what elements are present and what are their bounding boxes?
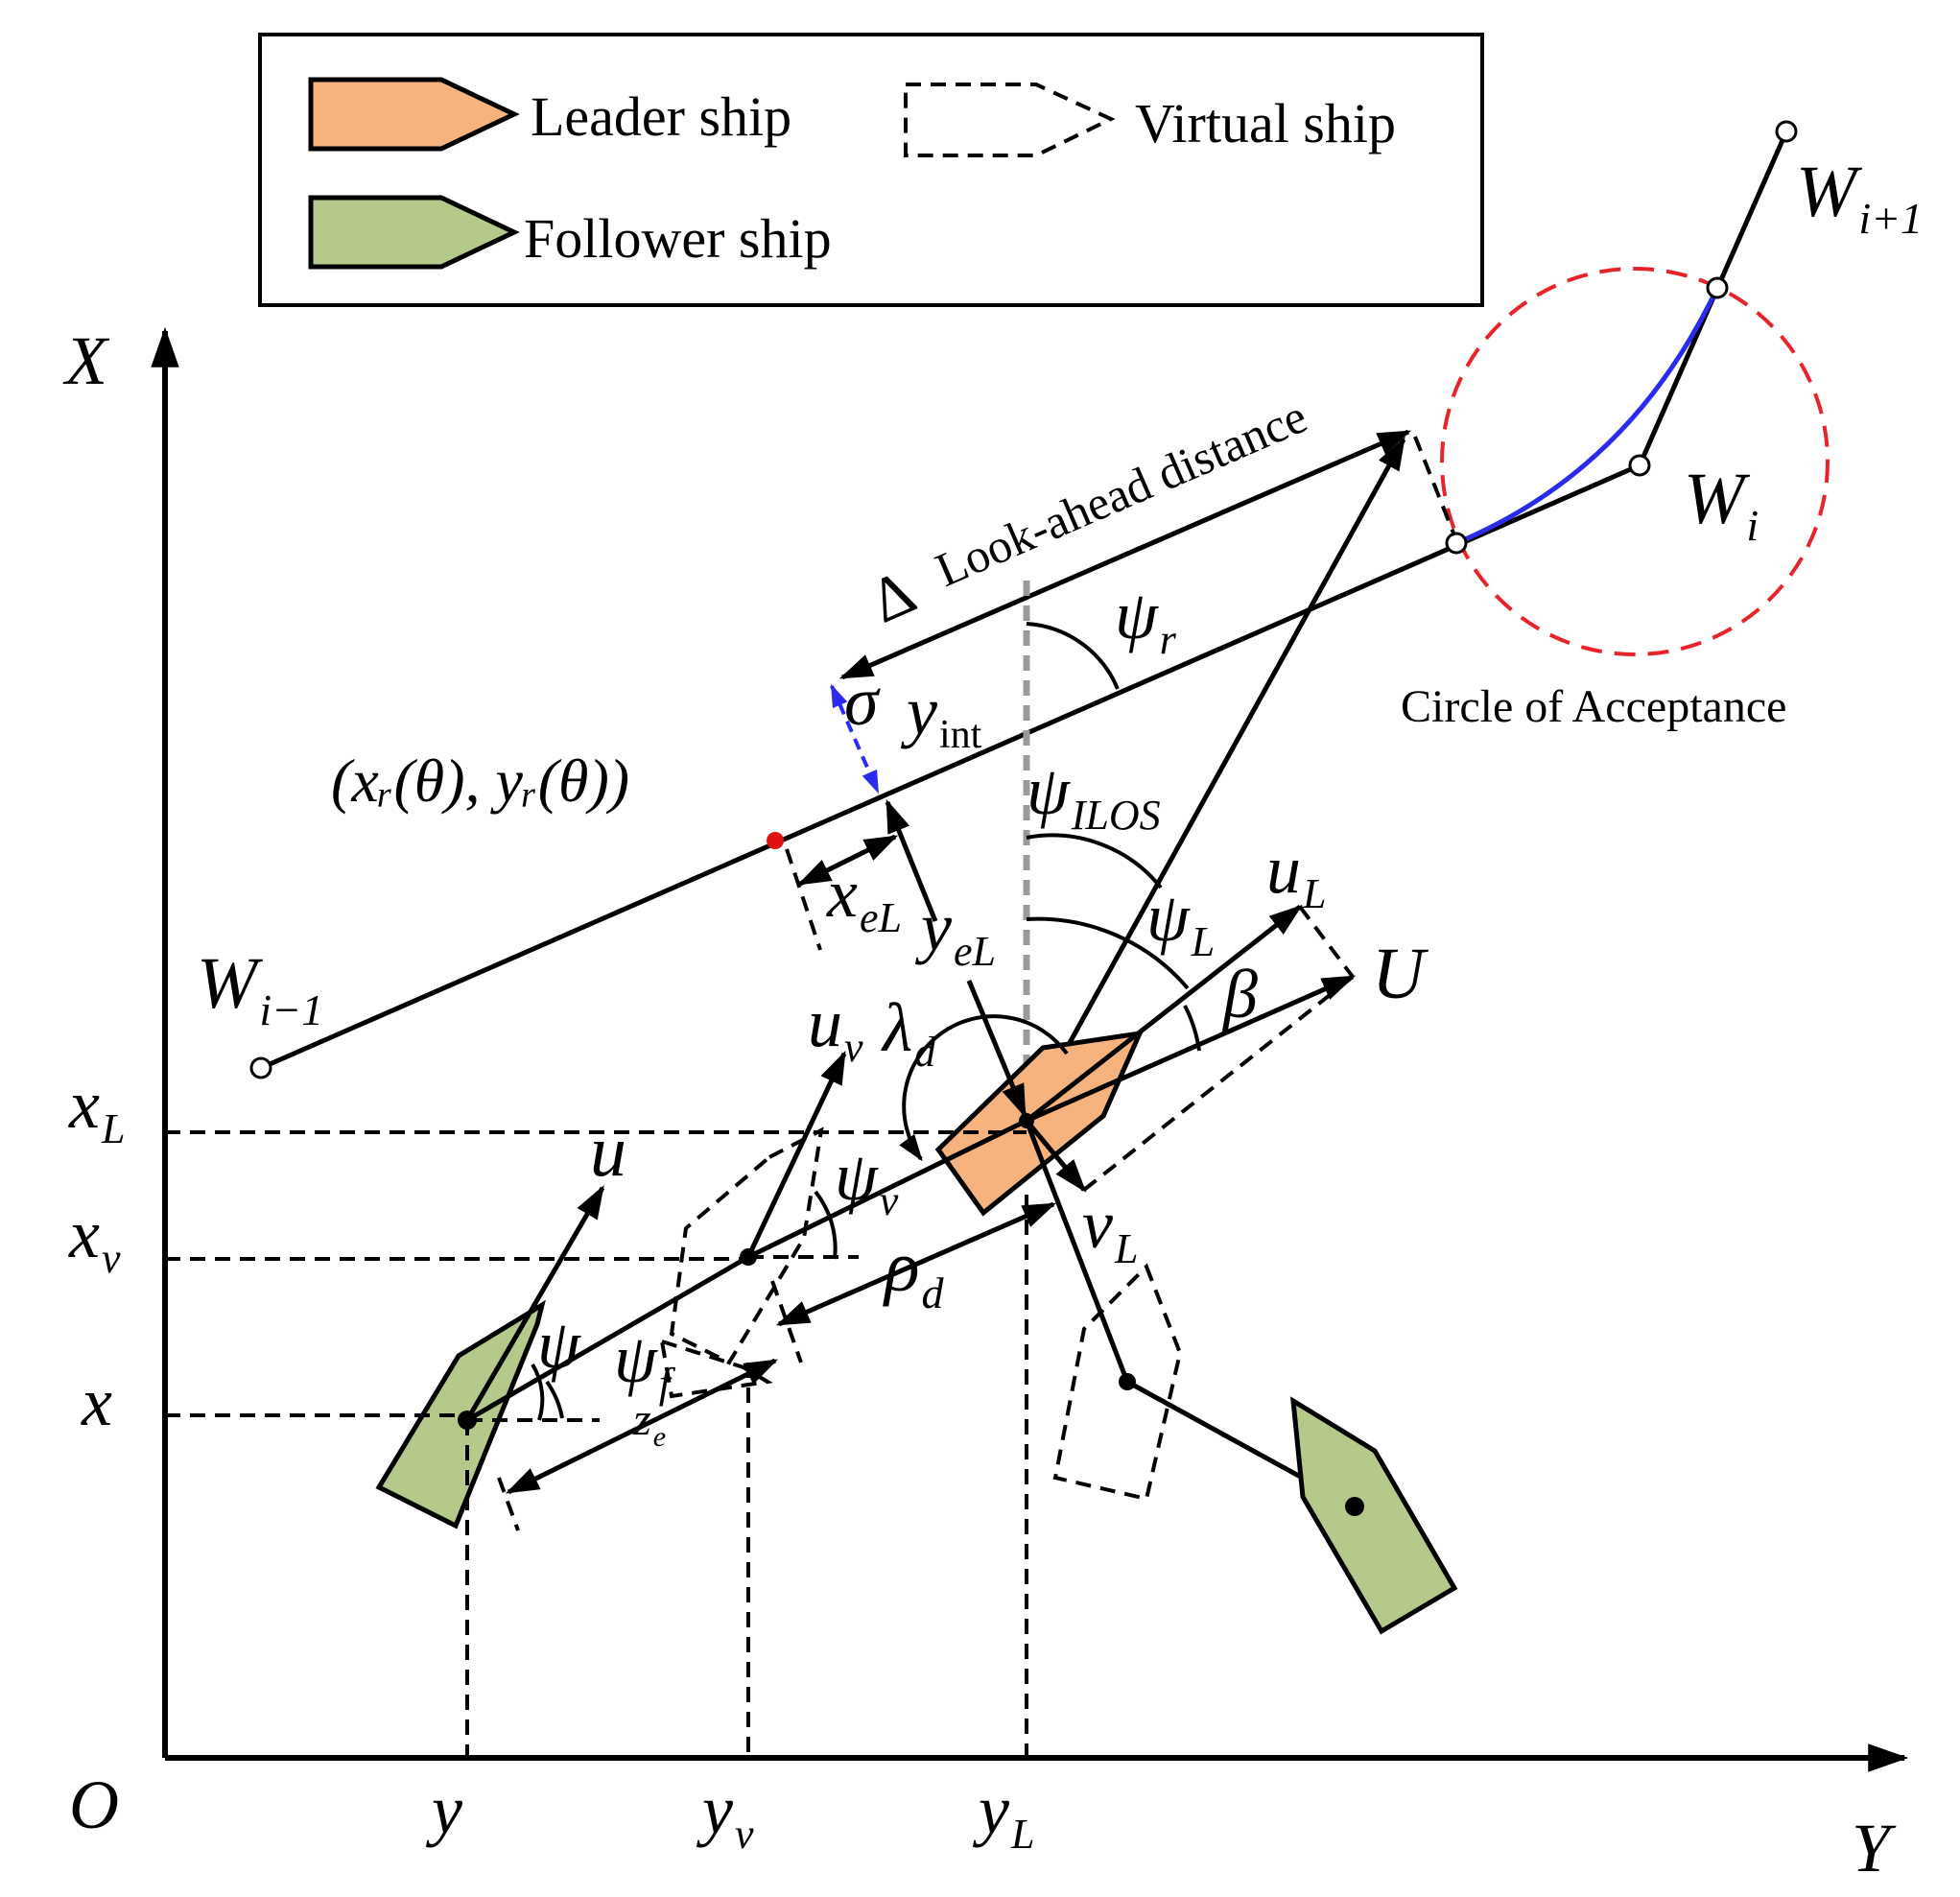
virtual-ship-legend-icon <box>904 83 1116 157</box>
u-v-label: uv <box>808 984 863 1071</box>
follower-ship-legend-icon <box>308 195 520 270</box>
rho-d-label: ρd <box>883 1226 944 1317</box>
v-L-label: vL <box>1082 1186 1138 1272</box>
x-eL-label: xeL <box>826 855 902 941</box>
psi-v-label: ψv <box>835 1138 899 1224</box>
follower-u-vector <box>464 1184 605 1422</box>
u-L-label: uL <box>1266 831 1326 917</box>
waypoint-prev-label: Wi−1 <box>197 943 323 1034</box>
yL-label: yL <box>972 1771 1034 1858</box>
lambda-d-arc <box>899 1014 1069 1162</box>
look-ahead-connector <box>1413 436 1456 536</box>
xL-label: xL <box>68 1066 125 1152</box>
second-virtual-center-dot <box>1119 1373 1136 1390</box>
leader-U-vector <box>1025 974 1357 1124</box>
psi-L-arc <box>1026 916 1190 990</box>
z-e-arrow <box>505 1358 779 1495</box>
xv-label: xv <box>68 1196 121 1282</box>
transition-curve <box>1455 286 1720 546</box>
los-line <box>1024 436 1406 1123</box>
circle-exit-marker <box>1706 276 1729 299</box>
acceptance-circle <box>1440 267 1830 656</box>
cross-track-line <box>966 980 1027 1119</box>
waypoint-current-marker <box>1628 454 1651 477</box>
v-L-to-U-dash <box>1082 975 1355 1192</box>
delta-label: Δ <box>861 557 926 637</box>
psi-label: ψ <box>537 1306 581 1383</box>
reference-point-marker <box>767 832 784 849</box>
y-eL-arrow <box>885 798 938 922</box>
reference-point-label: (xᵣ(θ), yᵣ(θ)) <box>331 747 629 815</box>
psi-r-label: ψr <box>1115 577 1177 663</box>
waypoint-prev-marker <box>249 1056 272 1079</box>
u-label: u <box>590 1111 626 1192</box>
legend: Leader ship Virtual ship Follower ship <box>258 33 1484 307</box>
psi-ilos-arc <box>1026 833 1163 889</box>
psi-L-label: ψL <box>1146 879 1215 965</box>
y-axis-label: Y <box>1852 1810 1897 1886</box>
legend-virtual-label: Virtual ship <box>1135 92 1396 154</box>
rho-d-arrow <box>775 1201 1057 1327</box>
u-L-to-U-dash <box>1298 905 1355 979</box>
y-eL-label: yeL <box>914 889 996 975</box>
waypoint-current-label: Wi <box>1684 459 1759 550</box>
leader-ship-legend-icon <box>308 77 520 152</box>
x-axis-label: X <box>62 322 110 399</box>
circle-of-acceptance-label: Circle of Acceptance <box>1401 681 1786 732</box>
y-label: y <box>425 1771 462 1848</box>
second-follower-ship <box>1290 1396 1458 1635</box>
look-ahead-label: Look-ahead distance <box>928 389 1314 597</box>
legend-leader-label: Leader ship <box>531 85 791 148</box>
virtual-ship-front <box>669 1126 824 1365</box>
legend-box <box>258 33 1484 307</box>
legend-follower-label: Follower ship <box>524 207 832 270</box>
x-label: x <box>81 1363 112 1440</box>
psi-ilos-label: ψILOS <box>1027 752 1161 839</box>
y-int-label: yint <box>900 673 982 757</box>
xeL-dash <box>785 848 822 951</box>
virtual-u-v-vector <box>745 1050 847 1259</box>
waypoint-next-label: Wi+1 <box>1796 152 1923 243</box>
lambda-d-label: λd <box>881 989 936 1076</box>
psi-v-arc <box>814 1190 838 1260</box>
second-follower-link <box>1024 1120 1130 1383</box>
x-eL-arrow <box>796 834 899 887</box>
z-e-label: ze <box>632 1394 666 1453</box>
second-virtual-ship <box>1052 1263 1183 1502</box>
waypoint-next-marker <box>1775 120 1798 143</box>
psi-f-arc <box>545 1380 564 1419</box>
sigma-y-int-arrow <box>830 683 880 794</box>
leader-v-L-vector <box>1025 1119 1087 1193</box>
look-ahead-arrow <box>838 429 1412 680</box>
circle-entry-marker <box>1445 532 1468 555</box>
beta-arc <box>1183 1005 1201 1052</box>
sigma-label: σ <box>844 663 881 740</box>
leader-u-L-vector <box>1025 904 1303 1123</box>
second-follower-center-dot <box>1345 1497 1364 1516</box>
yv-label: yv <box>696 1771 754 1858</box>
U-label: U <box>1372 934 1429 1014</box>
psi-r-arc <box>1026 622 1120 690</box>
origin-label: O <box>69 1767 119 1843</box>
z-e-start-dash <box>497 1477 520 1531</box>
leader-ship <box>934 1030 1145 1217</box>
